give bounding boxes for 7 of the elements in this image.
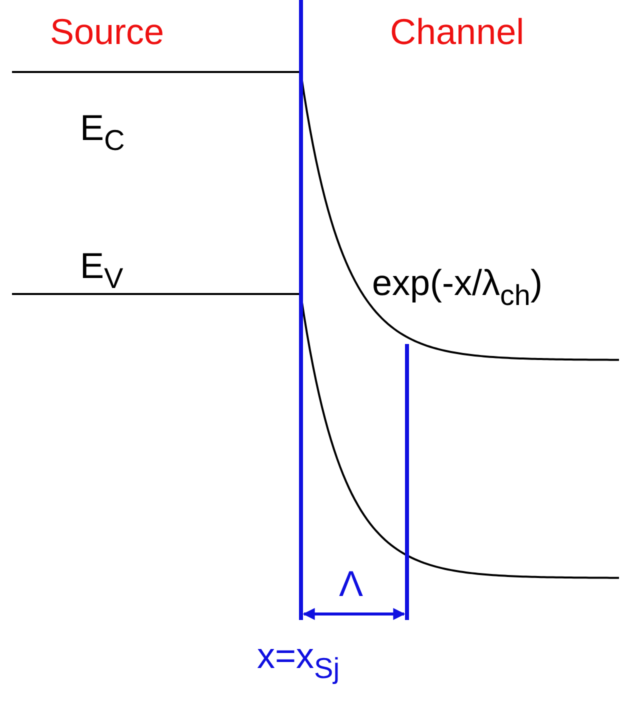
region-label: Source — [50, 14, 164, 50]
region-label: Channel — [390, 14, 524, 50]
formula-label: exp(-x/λ$_{ch}$) — [372, 265, 542, 311]
position-label: x=x$_{Sj}$ — [257, 638, 340, 684]
band-label: E$_{C}$ — [80, 110, 125, 156]
band-label: E$_{V}$ — [80, 248, 124, 294]
dimension-label: Λ — [339, 566, 364, 602]
